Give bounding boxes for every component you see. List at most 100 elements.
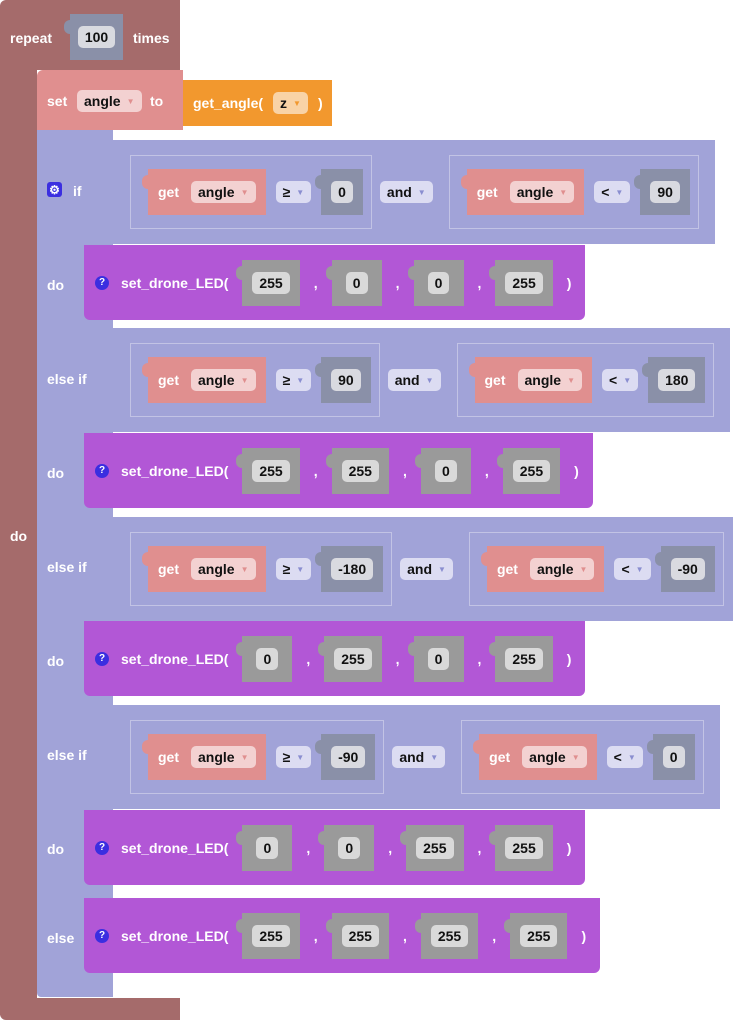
operator-dropdown[interactable]: ≥▼	[275, 369, 312, 391]
led-arg-field[interactable]: 0	[345, 271, 368, 294]
operator-dropdown[interactable]: ≥▼	[275, 181, 312, 203]
led-arg-field[interactable]: 255	[334, 647, 372, 670]
variable-dropdown[interactable]: angle▼	[522, 746, 587, 768]
led-arg-block[interactable]: 255	[236, 259, 300, 306]
led-arg-block[interactable]: 255	[318, 635, 382, 682]
led-arg-field[interactable]: 0	[256, 647, 279, 670]
set-drone-led-block[interactable]: ?set_drone_LED(0,255,0,255)	[84, 621, 586, 696]
axis-dropdown[interactable]: z▼	[273, 92, 308, 114]
number-block[interactable]: 0	[646, 734, 695, 780]
number-field[interactable]: 90	[650, 181, 680, 203]
set-drone-led-block[interactable]: ?set_drone_LED(255,255,255,255)	[84, 898, 601, 973]
led-arg-block[interactable]: 0	[236, 635, 293, 682]
led-arg-block[interactable]: 0	[407, 259, 464, 306]
number-block[interactable]: 90	[315, 357, 371, 403]
operator-dropdown[interactable]: ≥▼	[275, 558, 312, 580]
led-arg-block[interactable]: 255	[504, 912, 568, 959]
led-arg-block[interactable]: 255	[489, 824, 553, 871]
variable-dropdown[interactable]: angle▼	[517, 369, 582, 391]
led-arg-block[interactable]: 255	[414, 912, 479, 959]
variable-dropdown[interactable]: angle▼	[191, 369, 256, 391]
number-block[interactable]: 90	[634, 169, 690, 215]
set-drone-led-block[interactable]: ?set_drone_LED(255,0,0,255)	[84, 245, 586, 320]
help-icon[interactable]: ?	[95, 840, 109, 855]
logic-dropdown[interactable]: and▼	[392, 746, 446, 768]
operator-dropdown[interactable]: <▼	[614, 558, 651, 580]
led-arg-block[interactable]: 0	[414, 447, 471, 494]
led-arg-field[interactable]: 255	[512, 459, 551, 482]
led-arg-field[interactable]: 255	[341, 459, 379, 482]
variable-dropdown[interactable]: angle▼	[191, 746, 256, 768]
variable-dropdown[interactable]: angle▼	[529, 558, 595, 580]
led-arg-field[interactable]: 255	[252, 459, 290, 482]
led-arg-field[interactable]: 255	[430, 924, 469, 947]
number-field[interactable]: 90	[331, 369, 361, 391]
led-arg-field[interactable]: 255	[505, 647, 543, 670]
operator-dropdown[interactable]: <▼	[606, 746, 643, 768]
led-arg-block[interactable]: 255	[325, 912, 389, 959]
led-arg-block[interactable]: 255	[489, 635, 553, 682]
led-arg-field[interactable]: 255	[520, 924, 558, 947]
led-arg-field[interactable]: 0	[427, 271, 450, 294]
led-arg-block[interactable]: 0	[236, 824, 293, 871]
number-field[interactable]: -180	[331, 558, 374, 580]
number-block[interactable]: 0	[315, 169, 363, 215]
led-arg-block[interactable]: 255	[325, 447, 389, 494]
led-arg-block[interactable]: 0	[325, 259, 382, 306]
led-arg-field[interactable]: 255	[505, 836, 543, 859]
led-arg-block[interactable]: 255	[400, 824, 464, 871]
repeat-count-field[interactable]: 100	[77, 26, 116, 48]
variable-dropdown[interactable]: angle▼	[191, 558, 256, 580]
led-arg-block[interactable]: 0	[407, 635, 464, 682]
set-drone-led-block[interactable]: ?set_drone_LED(255,255,0,255)	[84, 433, 593, 508]
led-arg-block[interactable]: 255	[496, 447, 561, 494]
set-variable-dropdown[interactable]: angle▼	[77, 90, 142, 112]
led-arg-field[interactable]: 255	[252, 924, 290, 947]
led-arg-field[interactable]: 0	[434, 459, 457, 482]
help-icon[interactable]: ?	[95, 928, 109, 943]
if-mutator-gear-icon[interactable]: ⚙	[47, 182, 62, 197]
number-field[interactable]: 0	[331, 181, 353, 203]
help-icon[interactable]: ?	[95, 275, 109, 290]
led-arg-block[interactable]: 255	[236, 912, 300, 959]
logic-dropdown[interactable]: and▼	[400, 558, 453, 580]
operator-dropdown[interactable]: ≥▼	[275, 746, 312, 768]
led-arg-field[interactable]: 0	[427, 647, 450, 670]
number-field[interactable]: 180	[658, 369, 696, 391]
led-arg-block[interactable]: 255	[489, 259, 553, 306]
operator-dropdown[interactable]: <▼	[602, 369, 639, 391]
number-field[interactable]: -90	[331, 746, 366, 768]
number-block[interactable]: 180	[642, 357, 706, 403]
led-arg-field[interactable]: 0	[256, 836, 279, 859]
led-arg-block[interactable]: 0	[318, 824, 375, 871]
variable-dropdown[interactable]: angle▼	[191, 181, 256, 203]
logic-dropdown[interactable]: and▼	[387, 369, 441, 391]
help-icon[interactable]: ?	[95, 463, 109, 478]
number-field[interactable]: -90	[670, 558, 705, 580]
led-arg-field[interactable]: 0	[338, 836, 361, 859]
number-block[interactable]: -90	[315, 734, 376, 780]
number-block[interactable]: -90	[654, 546, 715, 592]
led-arg-field[interactable]: 255	[341, 924, 379, 947]
number-block[interactable]: -180	[315, 546, 384, 592]
variable-dropdown[interactable]: angle▼	[509, 181, 575, 203]
repeat-count-block[interactable]: 100	[64, 14, 123, 60]
